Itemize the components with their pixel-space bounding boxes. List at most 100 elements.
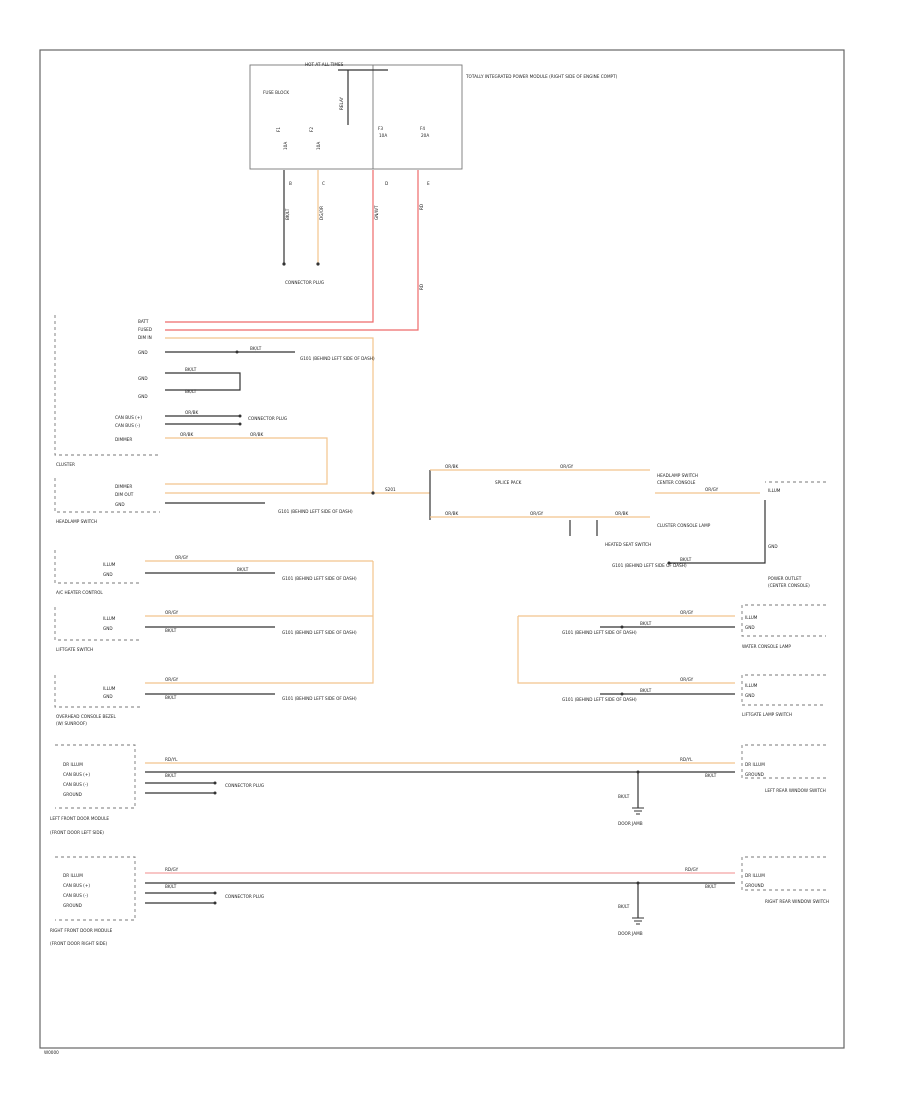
- cluster-pin-fused: FUSED: [138, 327, 152, 332]
- lf-pin-can-plus: CAN BUS (+): [63, 772, 90, 777]
- cluster-pin-can-plus: CAN BUS (+): [115, 415, 142, 420]
- ground-ref-hs: G101 (BEHIND LEFT SIDE OF DASH): [278, 509, 353, 514]
- wire-label-lg-gnd: BK/LT: [165, 628, 177, 633]
- cluster-pin-gnd-3: GND: [138, 394, 148, 399]
- wire-label-rf-rdgy: RD/GY: [165, 867, 179, 872]
- door-ref-rf: DOOR JAMB: [618, 931, 643, 936]
- wire-label-ground-c1: BK/LT: [250, 346, 262, 351]
- ac-name: A/C HEATER CONTROL: [56, 590, 103, 595]
- pdc-fuse-3: F3: [378, 126, 383, 131]
- wire-label-wc-gnd: BK/LT: [640, 621, 652, 626]
- lf-sub: (FRONT DOOR LEFT SIDE): [50, 830, 104, 835]
- cluster-pin-dimmer: DIMMER: [115, 437, 132, 442]
- power-outlet-sub: (CENTER CONSOLE): [768, 583, 810, 588]
- rf-pin-can-minus: CAN BUS (-): [63, 893, 88, 898]
- power-outlet-name: POWER OUTLET: [768, 576, 802, 581]
- ground-label-rf: BK/LT: [618, 904, 630, 909]
- ac-heater-control: A/C HEATER CONTROL ILLUM GND: [54, 550, 140, 595]
- wire-label-ac: OR/GY: [175, 555, 189, 560]
- ground-ref-oh: G101 (BEHIND LEFT SIDE OF DASH): [282, 696, 357, 701]
- left-front-door-module: DR ILLUM CAN BUS (+) CAN BUS (-) GROUND …: [50, 744, 136, 835]
- ll-name: LIFTGATE LAMP SWITCH: [742, 712, 792, 717]
- wire-label-rf-rdgy-r: RD/GY: [685, 867, 699, 872]
- wire-label-ground-top: BK/LT: [285, 208, 290, 220]
- pdc-fuse-2: F2: [309, 127, 314, 132]
- headlamp-pin-gnd: GND: [115, 502, 125, 507]
- wire-label-rf-gnd: BK/LT: [165, 884, 177, 889]
- cluster-pin-gnd-2: GND: [138, 376, 148, 381]
- fuse-block-box: [249, 64, 463, 170]
- wire-label-oh-gnd: BK/LT: [165, 695, 177, 700]
- rf-name: RIGHT FRONT DOOR MODULE: [50, 928, 113, 933]
- splice-ref: SPLICE PACK: [495, 480, 522, 485]
- ground-ref-c1: G101 (BEHIND LEFT SIDE OF DASH): [300, 356, 375, 361]
- center-stack-name-a: HEADLAMP SWITCH: [657, 473, 698, 478]
- cluster-pin-dim-in: DIM IN: [138, 335, 152, 340]
- cluster: CLUSTER BATT FUSED DIM IN GND GND GND CA…: [54, 315, 160, 467]
- rr-name: RIGHT REAR WINDOW SWITCH: [765, 899, 829, 904]
- rf-pin-ground: GROUND: [63, 903, 82, 908]
- connector-ref-top: CONNECTOR PLUG: [285, 280, 324, 285]
- wire-label-lf-rdyl-r: RD/YL: [680, 757, 693, 762]
- cluster-name: CLUSTER: [56, 462, 75, 467]
- wire-label-dimmer-c2: OR/BK: [250, 432, 263, 437]
- lf-pin-can-minus: CAN BUS (-): [63, 782, 88, 787]
- wire-label-po-gnd: BK/LT: [680, 557, 692, 562]
- wire-label-center-b: OR/GY: [560, 464, 574, 469]
- pdc-fuse-1: F1: [276, 127, 281, 132]
- pdc-fuse-3-value: 10A: [379, 133, 387, 138]
- liftgate-switch: LIFTGATE SWITCH ILLUM GND: [54, 607, 140, 652]
- power-outlet-pin-illum: ILLUM: [768, 488, 781, 493]
- wire-label-ground-c3: BK/LT: [185, 389, 197, 394]
- wc-pin-gnd: GND: [745, 625, 755, 630]
- rr-pin-ground: GROUND: [745, 883, 764, 888]
- connector-ref-c1: CONNECTOR PLUG: [248, 416, 287, 421]
- right-rear-window-switch: DR ILLUM GROUND RIGHT REAR WINDOW SWITCH: [741, 856, 829, 904]
- wire-label-can-plus: OR/BK: [185, 410, 198, 415]
- wire-label-can-top: DG/OR: [319, 206, 324, 220]
- wire-label-lf-gnd: BK/LT: [165, 773, 177, 778]
- lf-name: LEFT FRONT DOOR MODULE: [50, 816, 109, 821]
- wire-label-lf-rdyl: RD/YL: [165, 757, 178, 762]
- heated-seat-name: HEATED SEAT SWITCH: [605, 542, 651, 547]
- wire-label-po: OR/GY: [705, 487, 719, 492]
- pdc-fuse-4: F4: [420, 126, 425, 131]
- pdc-pin-b: B: [289, 181, 292, 186]
- liftgate-lamp-switch: ILLUM GND LIFTGATE LAMP SWITCH: [741, 674, 826, 717]
- ground-label-lf: BK/LT: [618, 794, 630, 799]
- overhead-console: OVERHEAD CONSOLE BEZEL (W/ SUNROOF) ILLU…: [54, 675, 140, 726]
- lf-pin-ground: GROUND: [63, 792, 82, 797]
- liftgate-name: LIFTGATE SWITCH: [56, 647, 93, 652]
- connector-ref-rf: CONNECTOR PLUG: [225, 894, 264, 899]
- overhead-sub: (W/ SUNROOF): [56, 721, 87, 726]
- wire-label-center-d: OR/GY: [530, 511, 544, 516]
- diagram-frame: [39, 49, 845, 1049]
- wire-label-ac-gnd: BK/LT: [237, 567, 249, 572]
- rf-pin-can-plus: CAN BUS (+): [63, 883, 90, 888]
- water-console-lamp: ILLUM GND WATER CONSOLE LAMP: [741, 604, 826, 649]
- wire-label-ll-gnd: BK/LT: [640, 688, 652, 693]
- ac-pin-gnd: GND: [103, 572, 113, 577]
- headlamp-pin-dim-out: DIM OUT: [115, 492, 134, 497]
- cluster-pin-batt: BATT: [138, 319, 149, 324]
- headlamp-switch: HEADLAMP SWITCH DIMMER DIM OUT GND: [54, 478, 160, 524]
- splice-label: S201: [385, 487, 396, 492]
- wire-label-center-e: OR/BK: [615, 511, 628, 516]
- liftgate-pin-gnd: GND: [103, 626, 113, 631]
- center-stack-b-name: CLUSTER CONSOLE LAMP: [657, 523, 711, 528]
- pdc-side-label: TOTALLY INTEGRATED POWER MODULE (RIGHT S…: [465, 74, 618, 79]
- lf-pin-dr-illum: DR ILLUM: [63, 762, 83, 767]
- pdc-name: FUSE BLOCK: [263, 90, 289, 95]
- ac-pin-illum: ILLUM: [103, 562, 116, 567]
- wire-label-oh: OR/GY: [165, 677, 179, 682]
- diagram-code: W0000: [44, 1050, 59, 1055]
- wc-name: WATER CONSOLE LAMP: [742, 644, 791, 649]
- pdc-fuse-2-value: 10A: [316, 142, 321, 150]
- rf-sub: (FRONT DOOR RIGHT SIDE): [50, 941, 108, 946]
- cluster-pin-can-minus: CAN BUS (-): [115, 423, 140, 428]
- left-rear-window-switch: DR ILLUM GROUND LEFT REAR WINDOW SWITCH: [741, 744, 826, 793]
- wire-label-center-a: OR/BK: [445, 464, 458, 469]
- rr-pin-dr-illum: DR ILLUM: [745, 873, 765, 878]
- ll-pin-gnd: GND: [745, 693, 755, 698]
